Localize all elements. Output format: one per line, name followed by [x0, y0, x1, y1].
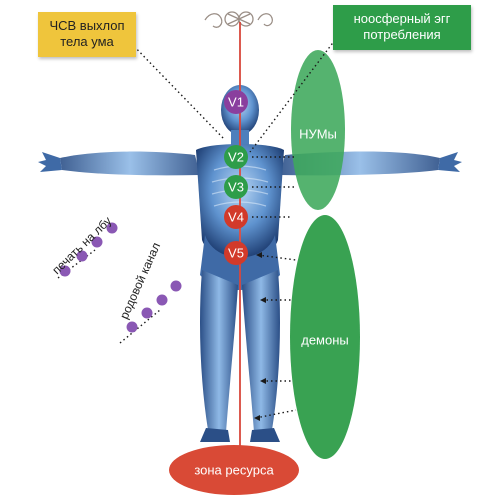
human-body-figure — [38, 85, 462, 442]
node-v3 — [224, 175, 248, 199]
resource-zone — [169, 445, 299, 495]
forehead-seal-label: печать на лбу — [49, 214, 114, 277]
resource-zone-label: зона ресурса — [194, 463, 274, 478]
arrowheads — [254, 252, 266, 421]
forehead-seal-dots — [59, 222, 118, 277]
demony-label: демоны — [301, 333, 349, 348]
node-v1 — [224, 90, 248, 114]
callout-chsv: ЧСВ выхлоп тела ума — [38, 12, 136, 57]
green-zones: НУМы демоны — [290, 50, 360, 459]
demony-zone — [290, 215, 360, 459]
node-v4 — [224, 205, 248, 229]
node-v5 — [224, 241, 248, 265]
numy-label: НУМы — [299, 127, 337, 142]
birth-canal-dots — [126, 280, 182, 333]
callout-noosphere: ноосферный эгг потребления — [333, 5, 471, 50]
node-v2-label: V2 — [228, 150, 244, 165]
birth-canal-label: родовой канал — [117, 240, 163, 321]
node-v2 — [224, 145, 248, 169]
node-v3-label: V3 — [228, 180, 244, 195]
connector-lines — [57, 39, 336, 419]
top-symbol-icon — [204, 11, 273, 28]
chakra-nodes: V1 V2 V3 V4 V5 — [224, 90, 248, 265]
node-v5-label: V5 — [228, 246, 244, 261]
numy-zone — [291, 50, 345, 210]
node-v4-label: V4 — [228, 210, 244, 225]
node-v1-label: V1 — [228, 95, 244, 110]
